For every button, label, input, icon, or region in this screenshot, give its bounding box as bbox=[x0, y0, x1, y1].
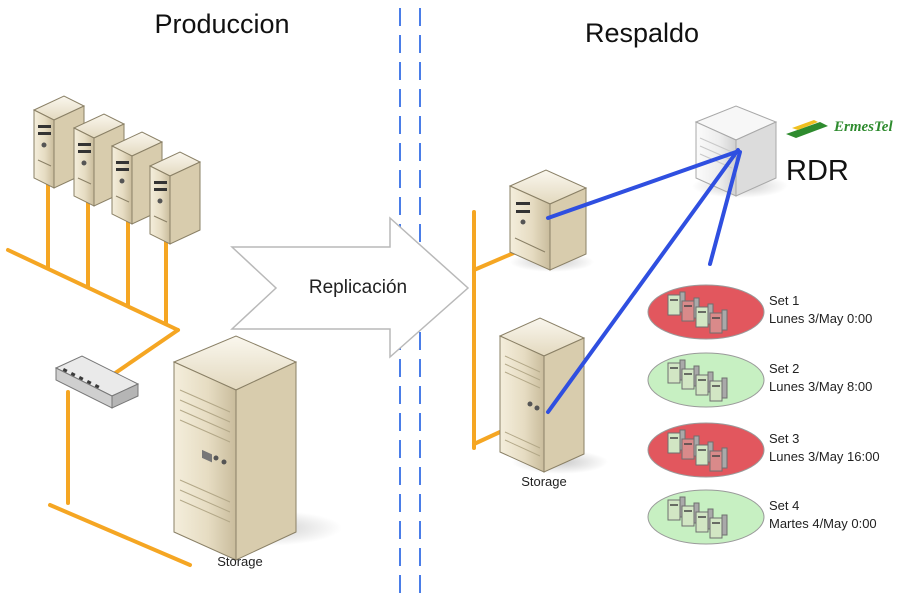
backup-title: Respaldo bbox=[585, 18, 699, 48]
replication-links bbox=[546, 148, 742, 414]
backup-set-time: Lunes 3/May 16:00 bbox=[769, 449, 880, 464]
backup-set-time: Martes 4/May 0:00 bbox=[769, 516, 877, 531]
backup-set-2: Set 2 Lunes 3/May 8:00 bbox=[647, 352, 872, 408]
backup-set-name: Set 3 bbox=[769, 431, 799, 446]
backup-set-4: Set 4 Martes 4/May 0:00 bbox=[647, 489, 877, 545]
backup-set-time: Lunes 3/May 8:00 bbox=[769, 379, 872, 394]
mini-server-icon bbox=[709, 309, 728, 334]
production-storage: Storage bbox=[172, 335, 342, 569]
backup-network bbox=[472, 210, 518, 450]
production-title: Produccion bbox=[154, 9, 289, 39]
backup-set-3: Set 3 Lunes 3/May 16:00 bbox=[647, 422, 880, 478]
backup-set-time: Lunes 3/May 0:00 bbox=[769, 311, 872, 326]
production-network bbox=[6, 178, 192, 567]
rdr-appliance bbox=[692, 105, 788, 198]
backup-storage: Storage bbox=[498, 317, 608, 489]
backup-server bbox=[508, 169, 594, 272]
rdr-label: RDR bbox=[786, 155, 849, 187]
ermestel-logo-icon bbox=[786, 120, 828, 138]
mini-server-icon bbox=[709, 377, 728, 402]
backup-set-1: Set 1 Lunes 3/May 0:00 bbox=[647, 284, 872, 340]
backup-set-name: Set 2 bbox=[769, 361, 799, 376]
replication-label: Replicación bbox=[309, 277, 407, 298]
site-divider bbox=[399, 8, 421, 595]
mini-server-icon bbox=[709, 514, 728, 539]
ermestel-logo-text: ErmesTel bbox=[833, 119, 893, 135]
backup-storage-label: Storage bbox=[521, 474, 567, 489]
network-switch bbox=[54, 355, 140, 409]
production-storage-label: Storage bbox=[217, 554, 263, 569]
backup-set-name: Set 1 bbox=[769, 293, 799, 308]
replication-arrow: Replicación bbox=[230, 216, 470, 359]
mini-server-icon bbox=[709, 447, 728, 472]
production-server-4 bbox=[148, 151, 202, 245]
backup-set-name: Set 4 bbox=[769, 498, 799, 513]
